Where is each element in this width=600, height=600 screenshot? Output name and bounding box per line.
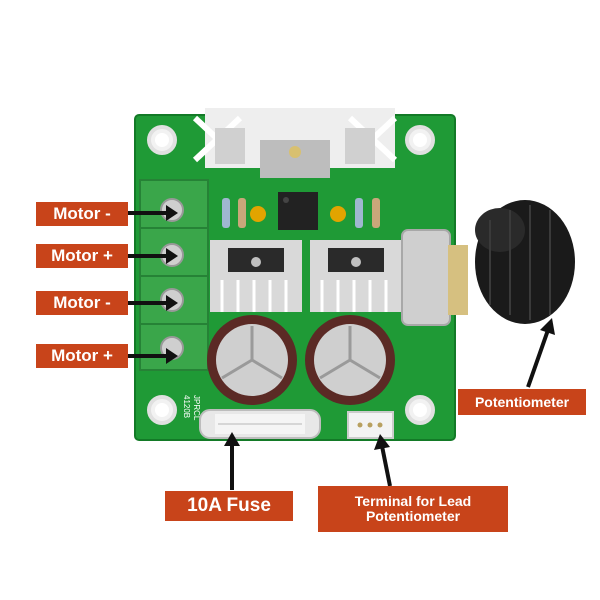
arrow-motor-minus-2 xyxy=(128,295,178,311)
label-terminal-line1: Terminal for Lead xyxy=(354,493,472,510)
label-motor-minus-1: Motor - xyxy=(36,202,128,226)
motor-terminal-block xyxy=(139,179,209,371)
silk-text-1: JPRCL xyxy=(192,395,201,421)
annotation-arrows xyxy=(128,205,555,490)
arrow-motor-plus-2 xyxy=(128,348,178,364)
silkscreen-markings: JPRCL 4120B xyxy=(182,395,201,421)
mounting-holes xyxy=(147,125,435,425)
arrow-potentiometer xyxy=(526,318,555,388)
ic-chip xyxy=(278,192,318,230)
arrow-motor-minus-1 xyxy=(128,205,178,221)
label-fuse: 10A Fuse xyxy=(165,491,293,521)
label-motor-plus-2: Motor + xyxy=(36,344,128,368)
electrolytic-capacitors xyxy=(207,315,395,405)
arrow-motor-plus-1 xyxy=(128,248,178,264)
top-heatsink xyxy=(192,108,398,178)
potentiometer-knob xyxy=(401,200,575,326)
fuse-component xyxy=(199,409,321,439)
arrow-fuse xyxy=(224,432,240,490)
label-motor-plus-1: Motor + xyxy=(36,244,128,268)
label-terminal-line2: Potentiometer xyxy=(365,508,461,524)
arrow-terminal xyxy=(374,434,392,487)
label-motor-minus-2: Motor - xyxy=(36,291,128,315)
resistors xyxy=(222,198,380,228)
label-potentiometer: Potentiometer xyxy=(458,389,586,415)
potentiometer-connector xyxy=(347,411,394,439)
silk-text-2: 4120B xyxy=(182,395,191,418)
ceramic-capacitors xyxy=(250,206,346,222)
label-terminal-lead-potentiometer: Terminal for Lead Potentiometer xyxy=(318,486,508,532)
mosfet-heatsinks xyxy=(210,240,402,312)
